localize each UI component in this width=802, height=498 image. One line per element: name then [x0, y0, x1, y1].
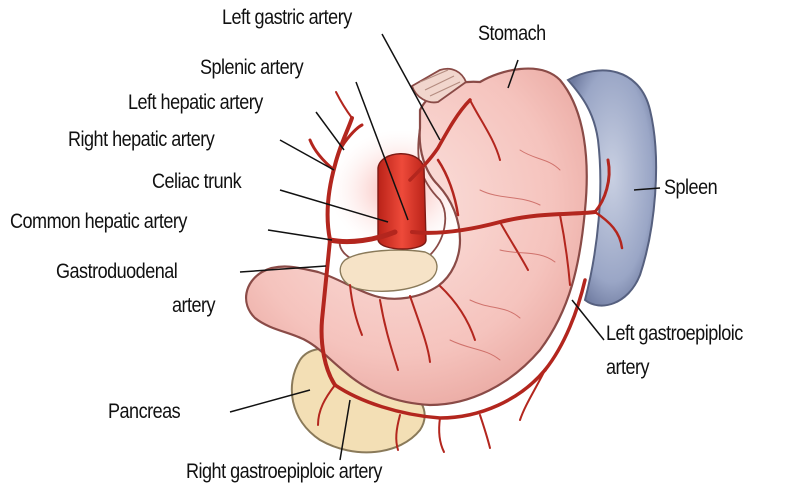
label-right-hepatic-artery: Right hepatic artery: [68, 128, 214, 152]
label-pancreas: Pancreas: [108, 400, 180, 424]
label-left-gastric-artery: Left gastric artery: [222, 6, 352, 30]
label-left-gastroepiploic-line2: artery: [606, 356, 649, 380]
label-common-hepatic-artery: Common hepatic artery: [10, 210, 187, 234]
right-hepatic-vessel: [310, 140, 334, 170]
leader-left-hepatic: [316, 112, 344, 150]
label-left-hepatic-artery: Left hepatic artery: [128, 91, 263, 115]
label-left-gastroepiploic-line1: Left gastroepiploic: [606, 322, 743, 346]
label-gastroduodenal-line1: Gastroduodenal: [56, 260, 177, 284]
label-splenic-artery: Splenic artery: [200, 56, 303, 80]
leader-common-hepatic: [268, 230, 332, 240]
duodenum-inner: [340, 250, 437, 291]
label-celiac-trunk: Celiac trunk: [152, 170, 241, 194]
label-spleen: Spleen: [664, 176, 717, 200]
label-right-gastroepiploic-artery: Right gastroepiploic artery: [186, 460, 382, 484]
leader-right-hepatic: [280, 140, 334, 170]
label-stomach: Stomach: [478, 22, 546, 46]
label-gastroduodenal-line2: artery: [172, 294, 215, 318]
